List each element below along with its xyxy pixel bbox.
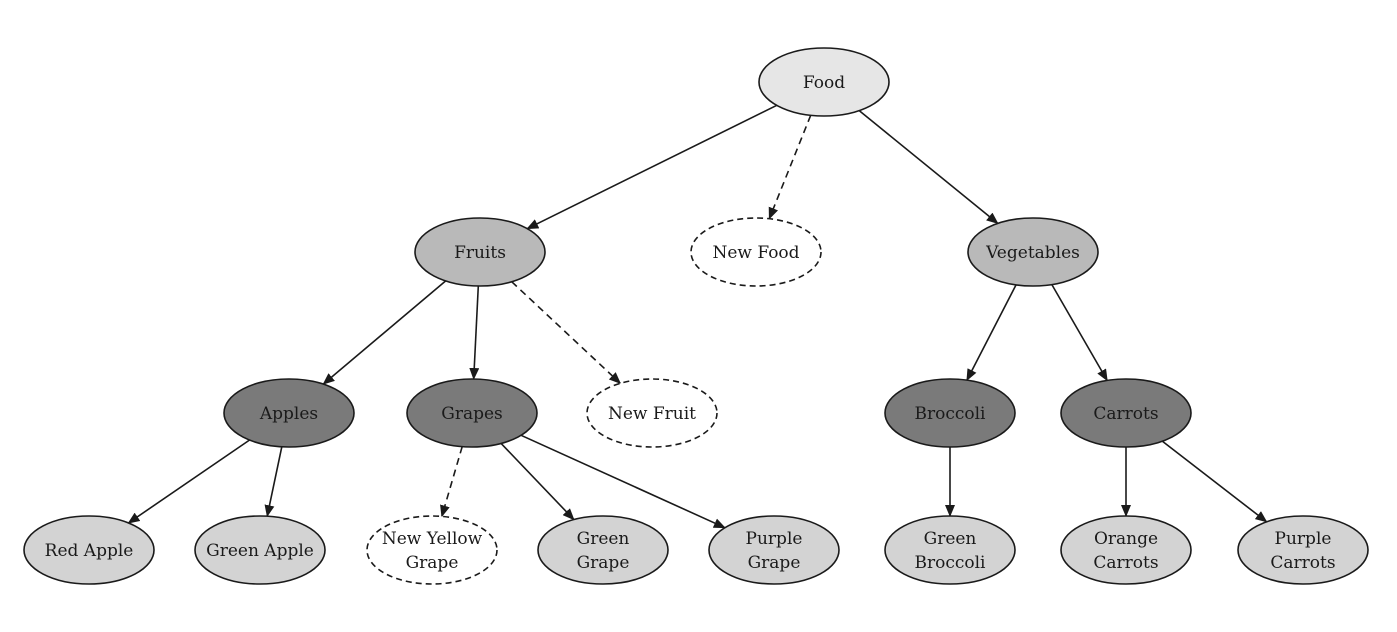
node-shape-vegetables bbox=[967, 217, 1099, 287]
node-label-line: Carrots bbox=[1270, 553, 1335, 573]
node-shape-red-apple bbox=[23, 515, 155, 585]
node-shape-purple-grape bbox=[708, 515, 840, 585]
node-label-grapes: Grapes bbox=[441, 404, 503, 424]
edge-food-to-fruits bbox=[526, 104, 778, 230]
node-shape-orange-carrots bbox=[1060, 515, 1192, 585]
node-shape-fruits bbox=[414, 217, 546, 287]
edge-apples-to-green-apple bbox=[264, 446, 283, 518]
node-shape-new-food bbox=[690, 217, 822, 287]
node-label-line: Green Apple bbox=[206, 541, 314, 561]
node-label-apples: Apples bbox=[259, 404, 318, 424]
node-label-line: Grape bbox=[748, 553, 801, 573]
node-label-broccoli: Broccoli bbox=[914, 404, 986, 424]
node-shape-apples bbox=[223, 378, 355, 448]
edge-fruits-to-grapes bbox=[469, 285, 480, 380]
node-shape-purple-carrots bbox=[1237, 515, 1369, 585]
node-vegetables: Vegetables bbox=[967, 217, 1099, 287]
node-shape-grapes bbox=[406, 378, 538, 448]
node-green-apple: Green Apple bbox=[194, 515, 326, 585]
node-label-new-fruit: New Fruit bbox=[608, 404, 696, 424]
edge-apples-to-red-apple bbox=[127, 439, 251, 524]
node-label-line: Green bbox=[924, 529, 977, 549]
node-label-line: Orange bbox=[1094, 529, 1158, 549]
edge-vegetables-to-carrots bbox=[1051, 284, 1108, 382]
node-carrots: Carrots bbox=[1060, 378, 1192, 448]
node-label-line: Broccoli bbox=[914, 553, 986, 573]
node-label-line: Broccoli bbox=[914, 404, 986, 424]
node-shape-green-broccoli bbox=[884, 515, 1016, 585]
node-label-line: Green bbox=[577, 529, 630, 549]
node-label-new-food: New Food bbox=[712, 243, 799, 263]
node-label-line: New Yellow bbox=[382, 529, 483, 549]
node-label-red-apple: Red Apple bbox=[45, 541, 134, 561]
node-label-line: Apples bbox=[259, 404, 318, 424]
node-label-line: Vegetables bbox=[985, 243, 1080, 263]
node-label-green-apple: Green Apple bbox=[206, 541, 314, 561]
node-shape-new-yellow-grape bbox=[366, 515, 498, 585]
edge-grapes-to-green-grape bbox=[500, 442, 575, 521]
edge-carrots-to-purple-carrots bbox=[1161, 440, 1268, 523]
node-shape-green-apple bbox=[194, 515, 326, 585]
edge-vegetables-to-broccoli bbox=[966, 284, 1017, 382]
node-label-food: Food bbox=[803, 73, 845, 93]
node-label-line: Grape bbox=[406, 553, 459, 573]
node-broccoli: Broccoli bbox=[884, 378, 1016, 448]
node-apples: Apples bbox=[223, 378, 355, 448]
node-shape-broccoli bbox=[884, 378, 1016, 448]
edge-grapes-to-purple-grape bbox=[520, 434, 726, 529]
node-label-fruits: Fruits bbox=[454, 243, 506, 263]
node-label-line: Food bbox=[803, 73, 845, 93]
node-fruits: Fruits bbox=[414, 217, 546, 287]
node-grapes: Grapes bbox=[406, 378, 538, 448]
node-shape-new-fruit bbox=[586, 378, 718, 448]
node-label-line: Fruits bbox=[454, 243, 506, 263]
node-new-food: New Food bbox=[690, 217, 822, 287]
node-label-line: New Food bbox=[712, 243, 799, 263]
node-label-line: New Fruit bbox=[608, 404, 696, 424]
node-label-line: Carrots bbox=[1093, 553, 1158, 573]
node-label-line: Purple bbox=[746, 529, 803, 549]
node-new-fruit: New Fruit bbox=[586, 378, 718, 448]
node-label-vegetables: Vegetables bbox=[985, 243, 1080, 263]
node-red-apple: Red Apple bbox=[23, 515, 155, 585]
edges-layer bbox=[127, 104, 1268, 529]
edge-grapes-to-new-yellow-grape bbox=[440, 446, 463, 518]
edge-food-to-vegetables bbox=[858, 109, 999, 225]
node-label-line: Grapes bbox=[441, 404, 503, 424]
node-shape-food bbox=[758, 47, 890, 117]
node-label-line: Red Apple bbox=[45, 541, 134, 561]
node-label-line: Purple bbox=[1275, 529, 1332, 549]
edge-fruits-to-apples bbox=[322, 280, 447, 385]
node-food: Food bbox=[758, 47, 890, 117]
edge-fruits-to-new-fruit bbox=[511, 281, 622, 384]
node-label-carrots: Carrots bbox=[1093, 404, 1158, 424]
node-label-line: Grape bbox=[577, 553, 630, 573]
node-label-line: Carrots bbox=[1093, 404, 1158, 424]
node-shape-carrots bbox=[1060, 378, 1192, 448]
edge-food-to-new-food bbox=[768, 115, 812, 220]
node-shape-green-grape bbox=[537, 515, 669, 585]
